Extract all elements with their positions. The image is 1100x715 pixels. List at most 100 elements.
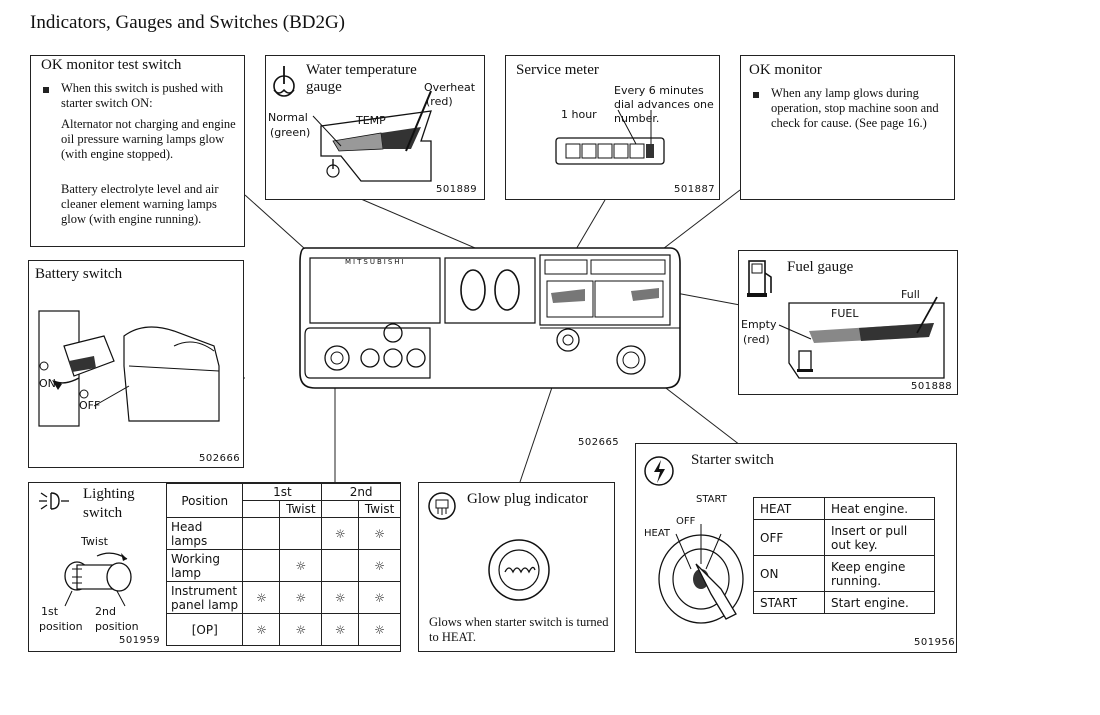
water-temp-code: 501889 xyxy=(436,184,478,195)
lamp-on-icon: ☼ xyxy=(358,581,401,614)
fuel-empty-color: (red) xyxy=(743,333,770,346)
col-1st-header: 1st xyxy=(242,483,323,501)
starter-desc-heat: Heat engine. xyxy=(824,497,935,520)
ok-monitor-box: OK monitor When any lamp glows during op… xyxy=(740,55,955,200)
starter-start-label: START xyxy=(696,494,727,505)
starter-pos-heat: HEAT xyxy=(753,497,825,520)
normal-color: (green) xyxy=(270,126,311,139)
service-meter-note: Every 6 minutes dial advances one number… xyxy=(614,84,714,125)
ok-test-paragraph-1: Alternator not charging and engine oil p… xyxy=(61,117,236,161)
lamp-on-icon: ☼ xyxy=(242,613,281,646)
ok-monitor-bullet: When any lamp glows during operation, st… xyxy=(771,86,939,130)
empty-cell xyxy=(242,500,281,518)
starter-desc-on: Keep engine running. xyxy=(824,555,935,592)
ok-test-title: OK monitor test switch xyxy=(41,57,182,73)
lamp-on-icon: ☼ xyxy=(358,549,401,582)
starter-code: 501956 xyxy=(914,637,956,648)
hour-meter-graphic xyxy=(555,109,665,165)
row-working-lamp: Working lamp xyxy=(165,549,244,582)
overheat-label: Overheat xyxy=(424,81,476,94)
battery-code: 502666 xyxy=(199,453,241,464)
bullet-square-icon xyxy=(753,92,759,98)
battery-title: Battery switch xyxy=(35,266,123,282)
service-meter-code: 501887 xyxy=(674,184,716,195)
water-temp-title-1: Water temperature xyxy=(306,62,417,78)
starter-desc-start: Start engine. xyxy=(824,591,935,614)
position-header: Position xyxy=(165,483,244,518)
starter-title: Starter switch xyxy=(691,452,774,468)
starter-pos-on: ON xyxy=(753,555,825,592)
battery-off-label: OFF xyxy=(79,399,101,412)
bullet-square-icon xyxy=(43,87,49,93)
fuel-pump-icon xyxy=(747,260,772,297)
fuel-gauge-box: Fuel gauge Full (green) Empty (red) FUEL… xyxy=(738,250,958,395)
empty-cell xyxy=(321,500,360,518)
lighting-caption-1: position xyxy=(39,620,83,633)
thermometer-icon xyxy=(273,66,295,97)
starter-icon xyxy=(644,456,674,486)
twist-header-2: Twist xyxy=(358,500,401,518)
starter-switch-box: Starter switch START OFF HEAT ON 501956 … xyxy=(635,443,957,653)
fuel-empty-label: Empty xyxy=(741,318,777,331)
lighting-table: Position 1st 2nd Twist Twist Head lamps … xyxy=(165,483,401,646)
fuel-gauge-label: FUEL xyxy=(831,307,859,320)
starter-pos-off: OFF xyxy=(753,519,825,556)
empty-cell xyxy=(242,517,281,550)
lighting-first-label: 1st xyxy=(41,605,59,618)
starter-off-label: OFF xyxy=(676,516,696,527)
overheat-color: (red) xyxy=(426,95,453,108)
battery-switch-box: Battery switch ON OFF 502666 xyxy=(28,260,244,468)
instrument-panel-illustration xyxy=(299,247,681,389)
starter-desc-off: Insert or pull out key. xyxy=(824,519,935,556)
lighting-caption-2: position xyxy=(95,620,139,633)
lighting-knob-illustration xyxy=(64,552,132,607)
starter-heat-label: HEAT xyxy=(644,528,671,539)
empty-cell xyxy=(321,549,360,582)
panel-code: 502665 xyxy=(578,437,620,448)
panel-brand: MITSUBISHI xyxy=(345,258,406,266)
lamp-on-icon: ☼ xyxy=(321,613,360,646)
lighting-code: 501959 xyxy=(119,635,161,646)
empty-cell xyxy=(242,549,281,582)
lamp-on-icon: ☼ xyxy=(279,549,323,582)
row-head-lamps: Head lamps xyxy=(165,517,244,550)
ignition-key-illustration xyxy=(658,524,744,624)
row-op: [OP] xyxy=(165,613,244,646)
battery-switch-illustration xyxy=(38,310,220,427)
lamp-on-icon: ☼ xyxy=(242,581,281,614)
row-instrument-panel-lamp: Instrument panel lamp xyxy=(165,581,244,614)
service-meter-title: Service meter xyxy=(516,62,599,78)
lamp-on-icon: ☼ xyxy=(279,581,323,614)
fuel-full-label: Full xyxy=(901,288,920,301)
temp-gauge-label: TEMP xyxy=(356,114,386,127)
lighting-title-1: Lighting xyxy=(83,486,135,502)
glow-caption: Glows when starter switch is turned to H… xyxy=(429,615,609,644)
lamp-on-icon: ☼ xyxy=(358,613,401,646)
lamp-on-icon: ☼ xyxy=(321,517,360,550)
lamp-on-icon: ☼ xyxy=(358,517,401,550)
lighting-second-label: 2nd xyxy=(95,605,116,618)
lamp-on-icon: ☼ xyxy=(279,613,323,646)
fuel-title: Fuel gauge xyxy=(787,259,854,275)
lighting-switch-box: Lighting switch Twist 1st 2nd position p… xyxy=(28,482,401,652)
ok-test-paragraph-2: Battery electrolyte level and air cleane… xyxy=(61,182,219,226)
battery-on-label: ON xyxy=(39,377,56,390)
service-meter-hour: 1 hour xyxy=(561,108,597,121)
water-temp-title-2: gauge xyxy=(306,79,342,95)
normal-label: Normal xyxy=(268,111,308,124)
service-meter-box: Service meter Every 6 minutes dial advan… xyxy=(505,55,720,200)
empty-cell xyxy=(279,517,323,550)
page-title: Indicators, Gauges and Switches (BD2G) xyxy=(30,12,346,33)
ok-test-bullet: When this switch is pushed with starter … xyxy=(61,81,224,110)
light-bulb-icon xyxy=(39,492,69,510)
fuel-gauge-graphic xyxy=(778,296,945,379)
ok-test-switch-box: OK monitor test switch When this switch … xyxy=(30,55,245,247)
glow-plug-box: Glow plug indicator Glows when starter s… xyxy=(418,482,615,652)
starter-pos-start: START xyxy=(753,591,825,614)
temp-gauge-graphic xyxy=(312,90,432,182)
col-2nd-header: 2nd xyxy=(321,483,401,501)
glow-title: Glow plug indicator xyxy=(467,491,588,507)
twist-header-1: Twist xyxy=(279,500,323,518)
glow-plug-icon xyxy=(428,492,456,520)
fuel-code: 501888 xyxy=(911,381,953,392)
